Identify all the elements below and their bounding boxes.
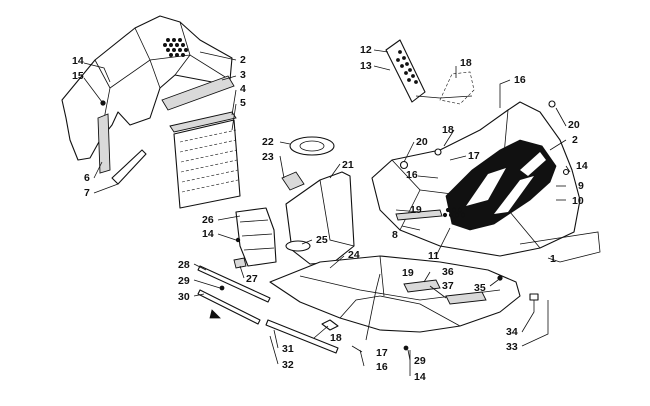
callout-2-hood: 2 [572, 134, 578, 146]
callout-21: 21 [342, 159, 354, 171]
callout-9: 9 [578, 180, 584, 192]
callout-14-center: 14 [202, 228, 214, 240]
leader-lines [83, 49, 571, 376]
callout-23: 23 [262, 151, 274, 163]
hood-group: 800 [371, 100, 601, 263]
bolt-34 [529, 293, 539, 301]
callout-20-right: 20 [568, 119, 580, 131]
decal-strip-3 [161, 75, 235, 111]
strip-31 [265, 319, 339, 354]
screw-14-center [235, 237, 241, 243]
callout-14-hood: 14 [576, 160, 588, 172]
rail-28 [197, 265, 271, 303]
fastener-20b [548, 100, 556, 108]
callout-3: 3 [240, 69, 246, 81]
vent-holes [162, 38, 188, 58]
bracket-26 [235, 207, 277, 267]
callout-18-hood: 18 [442, 124, 454, 136]
side-panel-group [61, 15, 241, 209]
pad-23 [281, 171, 305, 191]
callout-31: 31 [282, 343, 294, 355]
callout-24: 24 [348, 249, 360, 261]
screw-35 [497, 275, 503, 281]
callout-10: 10 [572, 195, 584, 207]
callout-7: 7 [84, 187, 90, 199]
callout-11: 11 [428, 250, 439, 262]
screen-mesh [179, 129, 239, 193]
belly-pan [269, 255, 521, 333]
fastener-17 [434, 148, 442, 156]
callout-18-belly: 18 [330, 332, 342, 344]
spring-18 [321, 319, 339, 331]
callout-13: 13 [360, 60, 372, 72]
callout-12: 12 [360, 44, 372, 56]
decal-12-dots [396, 50, 418, 84]
callout-2-left: 2 [240, 54, 246, 66]
screen-panel-4 [169, 111, 237, 133]
callout-4: 4 [240, 83, 246, 95]
callout-29-center: 29 [178, 275, 190, 287]
screw-29 [219, 285, 225, 291]
trim-strip-8 [395, 209, 443, 221]
callout-6: 6 [84, 172, 90, 184]
callout-16-hood: 16 [406, 169, 418, 181]
windshield-decal-group [385, 39, 475, 105]
callout-8: 8 [392, 229, 398, 241]
pad-36 [403, 279, 441, 293]
decal-12 [385, 39, 426, 103]
callout-18-top: 18 [460, 57, 472, 69]
callout-14-left: 14 [72, 55, 84, 67]
trim-bar-6 [97, 113, 111, 174]
belly-pan-group [265, 255, 539, 354]
screen-panel-5 [173, 119, 241, 209]
pad-37 [445, 291, 487, 305]
decal-18-outline [439, 71, 475, 105]
fastener-14 [562, 168, 570, 176]
callout-25: 25 [316, 234, 328, 246]
callout-1: 1 [550, 253, 556, 265]
center-pan-group [197, 136, 355, 325]
callout-20-left: 20 [416, 136, 428, 148]
callout-33: 33 [506, 341, 518, 353]
clip-27 [233, 257, 247, 269]
callout-29-belly: 29 [414, 355, 426, 367]
callout-16-belly: 16 [376, 361, 388, 373]
callout-17-hood: 17 [468, 150, 480, 162]
callout-22: 22 [262, 136, 274, 148]
callout-30: 30 [178, 291, 190, 303]
rail-30 [197, 289, 261, 325]
callout-28: 28 [178, 259, 190, 271]
screw-29-lower [403, 345, 409, 351]
hood-vent-holes [442, 207, 466, 223]
callout-14-belly: 14 [414, 371, 426, 383]
callouts: 14 15 2 3 4 5 6 7 12 13 18 16 22 23 21 2… [72, 44, 588, 383]
callout-5: 5 [240, 97, 246, 109]
callout-19-hood: 19 [410, 204, 422, 216]
callout-36: 36 [442, 266, 454, 278]
callout-15: 15 [72, 70, 84, 82]
trim-piece-7 [111, 149, 147, 185]
callout-34: 34 [506, 326, 518, 338]
callout-16-top: 16 [514, 74, 526, 86]
callout-35: 35 [474, 282, 486, 294]
callout-19-belly: 19 [402, 267, 414, 279]
fastener-20a [399, 160, 409, 170]
wedge-30 [209, 309, 221, 319]
callout-32: 32 [282, 359, 294, 371]
callout-17-belly: 17 [376, 347, 388, 359]
callout-37: 37 [442, 280, 454, 292]
callout-26: 26 [202, 214, 214, 226]
gasket-22 [289, 136, 335, 156]
callout-27: 27 [246, 273, 258, 285]
